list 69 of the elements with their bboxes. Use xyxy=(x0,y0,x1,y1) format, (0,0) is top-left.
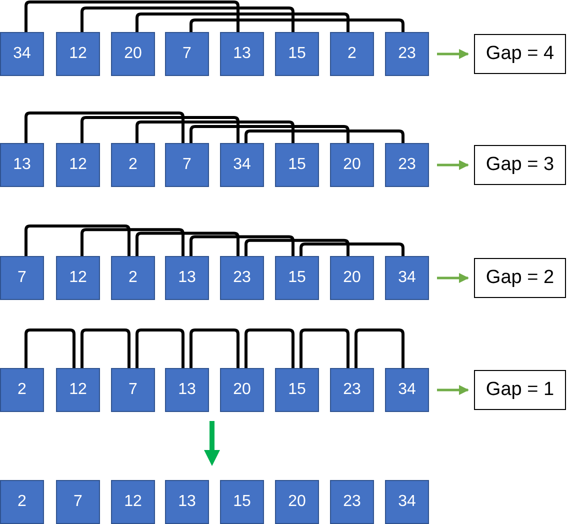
array-element-box: 15 xyxy=(275,368,319,412)
array-element-box: 34 xyxy=(385,256,429,300)
arrow xyxy=(437,160,469,170)
array-element-box: 34 xyxy=(385,368,429,412)
array-element-box: 34 xyxy=(0,32,44,76)
comparison-bracket xyxy=(244,328,294,368)
gap-label-box: Gap = 2 xyxy=(474,258,566,298)
comparison-bracket xyxy=(24,328,76,368)
array-element-box: 12 xyxy=(56,143,100,187)
array-element-box: 7 xyxy=(0,256,44,300)
gap-label-box: Gap = 1 xyxy=(474,370,566,410)
array-element-box: 2 xyxy=(111,143,155,187)
array-element-box: 20 xyxy=(330,143,374,187)
array-element-box: 2 xyxy=(0,368,44,412)
array-element-box: 12 xyxy=(56,368,100,412)
array-element-box: 34 xyxy=(220,143,264,187)
array-element-box: 20 xyxy=(275,480,319,524)
array-element-box: 12 xyxy=(56,32,100,76)
array-element-box: 23 xyxy=(220,256,264,300)
array-element-box: 13 xyxy=(0,143,44,187)
comparison-bracket xyxy=(300,328,350,368)
array-element-box: 12 xyxy=(56,256,100,300)
comparison-bracket xyxy=(136,328,184,368)
array-element-box: 23 xyxy=(385,32,429,76)
array-element-box: 7 xyxy=(111,368,155,412)
comparison-bracket xyxy=(190,125,350,143)
comparison-bracket xyxy=(190,235,294,256)
array-element-box: 13 xyxy=(220,32,264,76)
array-element-box: 2 xyxy=(0,480,44,524)
array-element-box: 12 xyxy=(111,480,155,524)
array-element-box: 20 xyxy=(111,32,155,76)
comparison-bracket xyxy=(80,328,130,368)
comparison-bracket xyxy=(80,6,294,32)
array-element-box: 23 xyxy=(330,480,374,524)
comparison-bracket xyxy=(80,228,184,256)
comparison-bracket xyxy=(190,18,404,32)
comparison-bracket xyxy=(136,232,240,256)
array-element-box: 20 xyxy=(330,256,374,300)
array-element-box: 7 xyxy=(165,32,209,76)
gap-label-box: Gap = 4 xyxy=(474,34,566,74)
array-element-box: 34 xyxy=(385,480,429,524)
comparison-bracket xyxy=(190,328,240,368)
array-element-box: 7 xyxy=(56,480,100,524)
arrow xyxy=(437,49,469,59)
array-element-box: 15 xyxy=(275,256,319,300)
comparison-bracket xyxy=(80,116,240,143)
array-element-box: 15 xyxy=(220,480,264,524)
array-element-box: 15 xyxy=(275,143,319,187)
array-element-box: 13 xyxy=(165,256,209,300)
array-element-box: 15 xyxy=(275,32,319,76)
comparison-bracket xyxy=(300,242,404,256)
array-element-box: 23 xyxy=(330,368,374,412)
arrow xyxy=(437,385,469,395)
array-element-box: 2 xyxy=(330,32,374,76)
array-element-box: 23 xyxy=(385,143,429,187)
comparison-bracket xyxy=(244,130,404,143)
array-element-box: 7 xyxy=(165,143,209,187)
arrow xyxy=(437,273,469,283)
comparison-bracket xyxy=(24,224,130,256)
comparison-bracket xyxy=(244,238,350,256)
array-element-box: 13 xyxy=(165,480,209,524)
comparison-bracket xyxy=(354,328,404,368)
array-element-box: 13 xyxy=(165,368,209,412)
array-element-box: 20 xyxy=(220,368,264,412)
comparison-bracket xyxy=(136,120,294,143)
gap-label-box: Gap = 3 xyxy=(474,145,566,185)
array-element-box: 2 xyxy=(111,256,155,300)
comparison-bracket xyxy=(24,0,240,32)
comparison-bracket xyxy=(24,112,184,143)
